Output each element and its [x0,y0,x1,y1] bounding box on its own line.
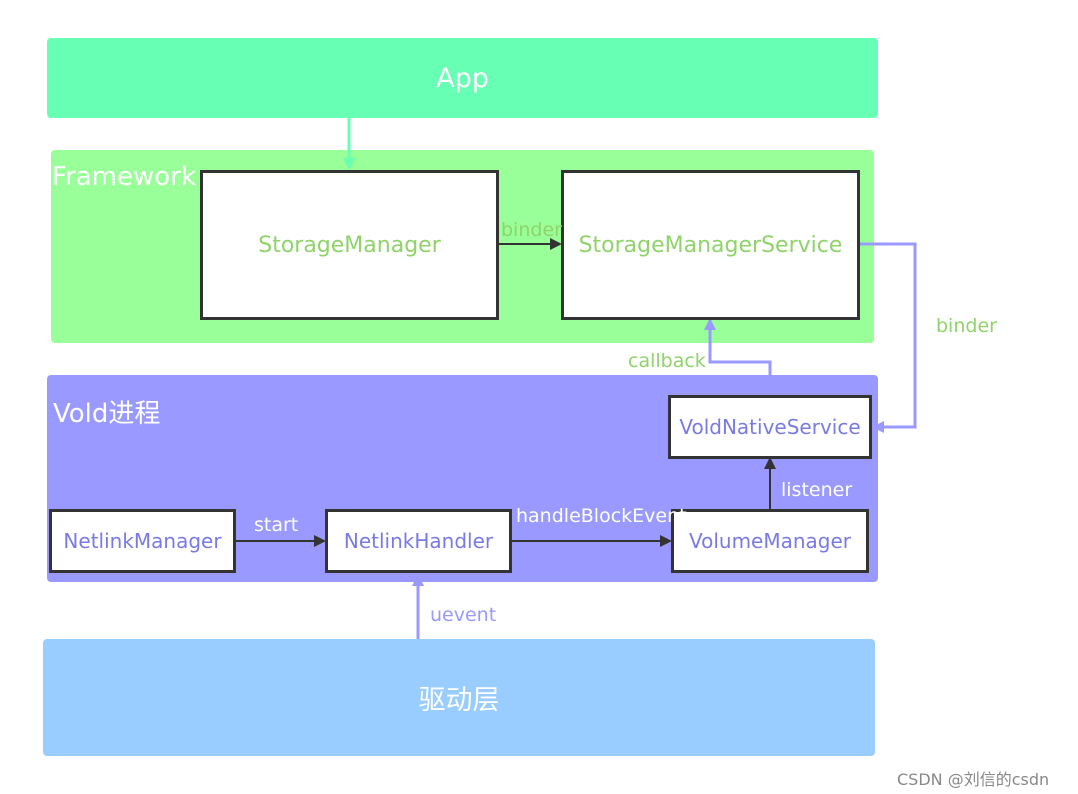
driver-layer: 驱动层 [43,639,875,756]
volume-manager-node: VolumeManager [671,509,869,573]
edge-vold-native-callback [704,318,772,396]
edge-label-listener: listener [781,479,853,501]
watermark-text: CSDN @刘信的csdn [897,770,1050,789]
edge-label-start: start [254,514,299,536]
app-layer-label: App [436,62,489,94]
netlink-manager-node: NetlinkManager [49,509,236,573]
netlink-handler-node: NetlinkHandler [325,509,512,573]
vold-native-service-node: VoldNativeService [668,395,872,459]
storage-manager-service-node: StorageManagerService [561,170,860,320]
edge-label-binder-right: binder [936,315,997,337]
edge-label-uevent: uevent [430,604,497,626]
edge-label-callback: callback [628,350,706,372]
edge-service-to-vold-native [860,242,917,433]
driver-layer-label: 驱动层 [418,685,500,716]
storage-manager-node: StorageManager [200,170,499,320]
framework-layer-label: Framework [52,162,196,192]
app-layer: App [47,38,878,118]
edge-label-binder-fw: binder [501,219,562,241]
vold-layer-label: Vold进程 [53,399,161,429]
edge-label-handle-block-event: handleBlockEvent [516,505,687,527]
